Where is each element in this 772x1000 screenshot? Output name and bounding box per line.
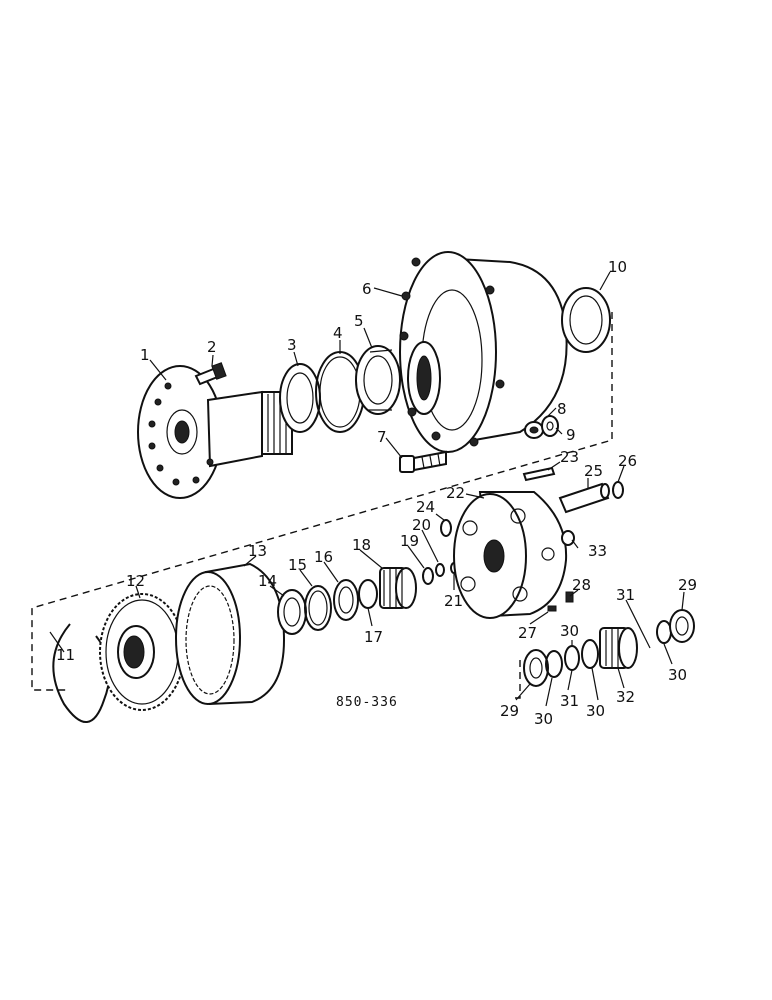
callout-11: 11 (56, 646, 75, 664)
callout-23: 23 (560, 448, 579, 466)
part-ring-15 (304, 585, 332, 631)
part-bearing-5 (355, 345, 401, 415)
part-shaft-25 (558, 482, 610, 514)
part-planet-gear-32 (599, 627, 638, 669)
callout-31-upper: 31 (616, 586, 635, 604)
callout-5: 5 (354, 312, 364, 330)
diagram-reference-code: 850-336 (336, 695, 398, 710)
part-washer-30-upper (656, 620, 672, 644)
callout-labels: 1 2 3 4 5 6 7 8 9 10 11 12 13 14 15 16 1… (56, 258, 697, 728)
part-planet-gear-18 (379, 567, 417, 609)
callout-17: 17 (364, 628, 383, 646)
part-washer-19 (422, 567, 434, 585)
callout-30-a: 30 (534, 710, 553, 728)
callout-6: 6 (362, 280, 372, 298)
part-ring-16 (333, 579, 359, 621)
part-seal-10 (561, 287, 611, 353)
part-washer-29-lower (523, 649, 549, 687)
callout-21: 21 (444, 592, 463, 610)
part-washer-30-lower-a (545, 650, 563, 678)
part-hub-housing-6 (399, 251, 568, 453)
callout-30-c: 30 (560, 622, 579, 640)
callout-7: 7 (377, 428, 387, 446)
part-28 (565, 591, 574, 603)
part-washer-9 (541, 415, 559, 437)
part-washer-29-upper (669, 609, 695, 643)
leader-lines (49, 271, 685, 707)
callout-9: 9 (566, 426, 576, 444)
callout-2: 2 (207, 338, 217, 356)
callout-15: 15 (288, 556, 307, 574)
part-axle-flange (137, 365, 293, 499)
callout-12: 12 (126, 572, 145, 590)
part-washer-30-lower-b (581, 639, 599, 669)
assembly-guide-lines (31, 312, 613, 699)
callout-18: 18 (352, 536, 371, 554)
callout-28: 28 (572, 576, 591, 594)
callout-32: 32 (616, 688, 635, 706)
callout-31-lower: 31 (560, 692, 579, 710)
callout-10: 10 (608, 258, 627, 276)
callout-19: 19 (400, 532, 419, 550)
part-ring-17 (358, 579, 378, 609)
callout-29-lower: 29 (500, 702, 519, 720)
part-bolt-7 (399, 450, 447, 473)
part-nut-8 (524, 421, 544, 439)
callout-3: 3 (287, 336, 297, 354)
callout-30-b: 30 (586, 702, 605, 720)
part-bolt-23 (522, 466, 556, 482)
callout-22: 22 (446, 484, 465, 502)
callout-33: 33 (588, 542, 607, 560)
callout-25: 25 (584, 462, 603, 480)
part-washer-20 (435, 563, 445, 577)
callout-27: 27 (518, 624, 537, 642)
part-ring-31-lower (564, 645, 580, 671)
part-seal-3 (279, 363, 321, 433)
part-27 (547, 605, 557, 612)
callout-30-d: 30 (668, 666, 687, 684)
callout-16: 16 (314, 548, 333, 566)
part-plug-33 (561, 530, 575, 546)
part-ring-24 (440, 519, 452, 537)
callout-4: 4 (333, 324, 343, 342)
callout-14: 14 (258, 572, 277, 590)
callout-1: 1 (140, 346, 150, 364)
part-ring-26 (612, 481, 624, 499)
part-bolt-2 (194, 362, 227, 386)
callout-24: 24 (416, 498, 435, 516)
callout-8: 8 (557, 400, 567, 418)
part-ring-gear-13 (175, 562, 286, 706)
callout-26: 26 (618, 452, 637, 470)
callout-29-upper: 29 (678, 576, 697, 594)
callout-13: 13 (248, 542, 267, 560)
callout-20: 20 (412, 516, 431, 534)
part-planet-carrier-22 (453, 491, 568, 619)
part-washer-14 (277, 589, 307, 635)
part-gear-12 (99, 593, 185, 711)
